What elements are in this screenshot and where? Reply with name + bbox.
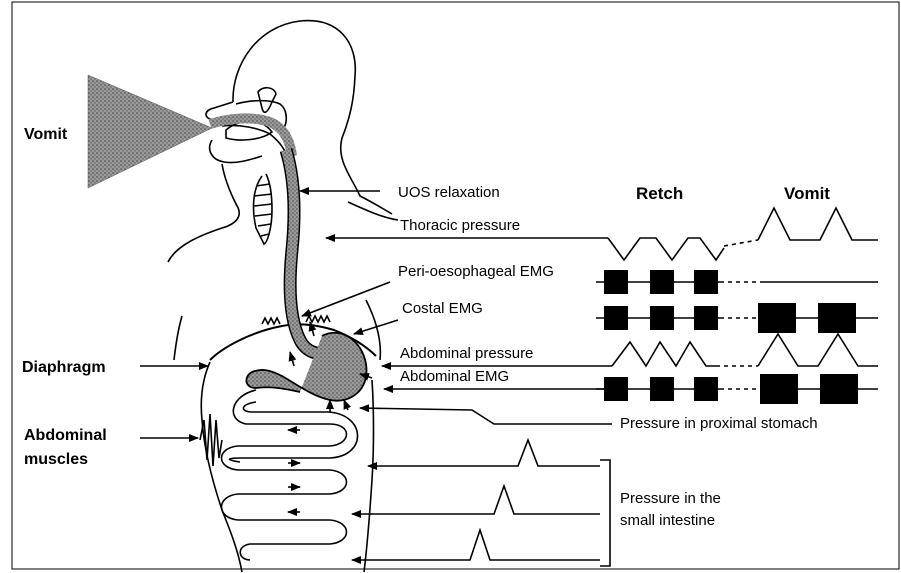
abdominal-muscle-contraction xyxy=(200,414,222,466)
abdominal-emg-label: Abdominal EMG xyxy=(400,368,509,385)
emg-burst xyxy=(758,303,796,333)
peri-oesophageal-emg-trace xyxy=(596,270,878,294)
pressure-proximal-stomach-pointer xyxy=(360,408,612,424)
vomit-label: Vomit xyxy=(24,126,68,143)
diaphragm-label: Diaphragm xyxy=(22,359,106,376)
abdominal-muscles-label-line1: Abdominal xyxy=(24,427,107,444)
emg-burst xyxy=(604,306,628,330)
abdominal-emg-trace xyxy=(596,374,878,404)
small-intestine xyxy=(222,390,347,560)
emg-burst xyxy=(604,270,628,294)
emg-burst xyxy=(650,270,674,294)
small-intestine-label-line1: Pressure in the xyxy=(620,490,721,507)
emg-burst xyxy=(694,270,718,294)
small-intestine-label-line2: small intestine xyxy=(620,512,715,529)
figure-border xyxy=(12,2,899,569)
abdominal-muscles-label-line2: muscles xyxy=(24,451,88,468)
pressure-proximal-stomach-label: Pressure in proximal stomach xyxy=(620,415,818,432)
emg-burst xyxy=(650,377,674,401)
vomit-spray xyxy=(88,75,212,188)
emg-burst xyxy=(650,306,674,330)
abdominal-pressure-label: Abdominal pressure xyxy=(400,345,533,362)
uos-relaxation-label: UOS relaxation xyxy=(398,184,500,201)
retch-header: Retch xyxy=(636,184,683,203)
emg-burst xyxy=(820,374,858,404)
diaphragm-contraction-right xyxy=(306,316,330,322)
emg-burst xyxy=(818,303,856,333)
body-outline xyxy=(168,21,398,572)
diaphragm-contraction-left xyxy=(262,318,280,324)
peri-oesophageal-emg-label: Peri-oesophageal EMG xyxy=(398,263,554,280)
emg-burst xyxy=(694,306,718,330)
small-intestine-bracket xyxy=(600,460,610,566)
costal-emg-label: Costal EMG xyxy=(402,300,483,317)
emg-burst xyxy=(604,377,628,401)
emg-burst xyxy=(694,377,718,401)
vomit-header: Vomit xyxy=(784,184,830,203)
emg-burst xyxy=(760,374,798,404)
abdominal-pressure-trace xyxy=(612,334,878,366)
thoracic-pressure-label: Thoracic pressure xyxy=(400,217,520,234)
thoracic-pressure-trace xyxy=(608,208,878,260)
peri-oesophageal-emg-pointer xyxy=(302,282,390,316)
costal-emg-trace xyxy=(596,303,878,333)
vomit-stream xyxy=(210,118,292,156)
small-intestine-pressure-traces xyxy=(352,440,610,566)
